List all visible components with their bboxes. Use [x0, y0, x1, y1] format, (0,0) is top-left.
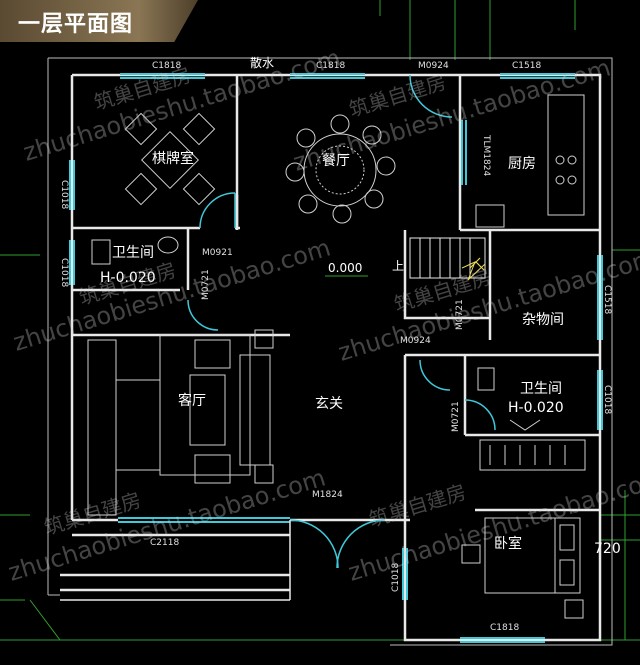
code-c1018-b: C1018 — [59, 258, 69, 287]
apron-outline — [47, 57, 613, 646]
code-m0721-a: M0721 — [201, 269, 211, 300]
code-c1818-bottom: C1818 — [490, 623, 519, 633]
code-m0921: M0921 — [202, 248, 233, 258]
title-banner — [0, 0, 198, 42]
code-m1824: M1824 — [312, 490, 343, 500]
toilet-1 — [91, 239, 111, 265]
code-c1518-top: C1518 — [512, 61, 541, 71]
walls — [60, 73, 602, 642]
wardrobe — [479, 439, 586, 471]
entry-steps — [60, 520, 291, 601]
label-kitchen: 厨房 — [508, 156, 536, 172]
code-c1518-right: C1518 — [602, 285, 612, 314]
label-chess-room: 棋牌室 — [152, 150, 194, 167]
label-wc1: 卫生间 — [112, 245, 154, 261]
label-level: 0.000 — [328, 261, 362, 275]
label-sanshui: 散水 — [250, 55, 274, 70]
code-c1018-a: C1018 — [59, 180, 69, 209]
windows — [69, 73, 603, 643]
code-m0924-top: M0924 — [418, 61, 449, 71]
label-bedroom: 卧室 — [494, 535, 522, 552]
stairs — [409, 237, 486, 281]
sink-2 — [509, 419, 541, 431]
code-c1018-right: C1018 — [602, 385, 612, 414]
doors — [187, 74, 496, 569]
label-entrance: 玄关 — [315, 395, 343, 412]
label-storage: 杂物间 — [522, 312, 564, 328]
kitchen-counter — [475, 94, 585, 228]
code-c1818-b: C1818 — [316, 61, 345, 71]
label-living: 客厅 — [178, 392, 206, 409]
label-wc2-level: H-0.020 — [508, 400, 564, 416]
code-tlm1824: TLM1824 — [481, 134, 491, 176]
code-m0924-mid: M0924 — [400, 336, 431, 346]
furniture — [87, 94, 586, 619]
chess-table — [124, 112, 216, 206]
bed — [461, 517, 584, 619]
code-m0721-c: M0721 — [451, 401, 461, 432]
code-c1818-a: C1818 — [152, 61, 181, 71]
sink-1 — [157, 236, 179, 254]
page-title: 一层平面图 — [18, 12, 134, 37]
toilet-2 — [477, 367, 495, 391]
dining-table — [285, 114, 396, 224]
code-c1018-bottom: C1018 — [391, 563, 401, 592]
label-wc1-level: H-0.020 — [100, 270, 156, 286]
label-wc2: 卫生间 — [520, 381, 562, 397]
sofa-set — [87, 329, 274, 516]
label-dim-720: 720 — [594, 541, 621, 557]
label-dining: 餐厅 — [322, 153, 350, 169]
stair-arrow — [469, 257, 485, 271]
code-m0721-b: M0721 — [455, 299, 465, 330]
code-c2118: C2118 — [150, 538, 179, 548]
label-up: 上 — [392, 259, 404, 273]
